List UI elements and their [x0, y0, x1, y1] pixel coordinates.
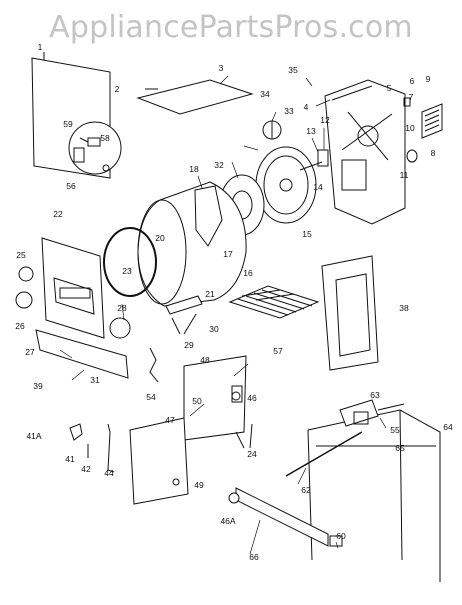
part-top-panel [136, 79, 254, 115]
callout-label: 11 [400, 170, 409, 180]
part-front-panel [41, 237, 105, 339]
part-switch-assembly [339, 399, 405, 427]
callout-label: 50 [192, 396, 202, 406]
callout-label: 54 [146, 392, 156, 402]
callout-label: 8 [431, 148, 436, 158]
callout-label: 55 [390, 425, 400, 435]
callout-label: 6 [410, 76, 415, 86]
callout-label: 27 [25, 347, 35, 357]
callout-label: 5 [387, 83, 392, 93]
callout-label: 31 [90, 375, 100, 385]
callout-label: 14 [313, 182, 323, 192]
part-cabinet-base [307, 409, 441, 582]
part-shaft-nut [317, 149, 329, 167]
part-small-bushing [406, 149, 418, 163]
part-drive-rod [285, 431, 363, 477]
callout-label: 28 [117, 303, 127, 313]
callout-label: 44 [104, 468, 114, 478]
callout-label: 17 [223, 249, 233, 259]
part-rear-bulkhead [324, 79, 406, 225]
part-door-catch [69, 423, 83, 441]
callout-label: 30 [209, 324, 219, 334]
part-side-panel [321, 255, 379, 371]
callout-label: 59 [63, 119, 73, 129]
callout-label: 46A [220, 516, 235, 526]
callout-label: 60 [336, 531, 346, 541]
part-hinge-rod [107, 423, 115, 473]
callout-label: 26 [15, 321, 25, 331]
callout-label: 49 [194, 480, 204, 490]
callout-label: 9 [426, 74, 431, 84]
callout-labels: 1234567891011121314151617182021222324252… [15, 42, 453, 562]
part-drum-rear-disc [255, 146, 317, 224]
part-drum-baffle [194, 185, 223, 247]
part-idler-pulley [262, 120, 282, 140]
callout-label: 15 [302, 229, 312, 239]
part-knob-lower [15, 291, 33, 309]
callout-label: 63 [370, 390, 380, 400]
callout-label: 25 [16, 250, 26, 260]
callout-label: 24 [247, 449, 257, 459]
callout-label: 42 [81, 464, 91, 474]
callout-label: 2 [115, 84, 120, 94]
callout-label: 62 [301, 485, 311, 495]
part-switch-bubble [109, 317, 131, 339]
callout-label: 41A [26, 431, 41, 441]
callout-label: 29 [184, 340, 194, 350]
part-small-bracket [403, 97, 411, 107]
callout-label: 38 [399, 303, 409, 313]
part-front-seal [103, 227, 157, 297]
part-kick-rail [235, 487, 329, 547]
callout-label: 34 [260, 89, 270, 99]
callout-label: 4 [304, 102, 309, 112]
part-vent-grille [421, 103, 443, 139]
callout-label: 58 [100, 133, 110, 143]
callout-label: 16 [243, 268, 253, 278]
callout-label: 18 [189, 164, 199, 174]
part-detail-bubble [68, 121, 122, 175]
callout-label: 66 [249, 552, 259, 562]
part-knob-upper [18, 266, 34, 282]
watermark: AppliancePartsPros.com [49, 10, 413, 45]
callout-label: 23 [122, 266, 132, 276]
part-toe-strip [35, 329, 129, 379]
part-outer-door [129, 417, 189, 505]
callout-label: 64 [443, 422, 453, 432]
callout-label: 33 [284, 106, 294, 116]
part-leveling-foot [228, 492, 240, 504]
part-end-cap [329, 535, 343, 547]
callout-label: 35 [288, 65, 298, 75]
callout-label: 10 [405, 123, 415, 133]
callout-label: 65 [395, 443, 405, 453]
callout-label: 39 [33, 381, 43, 391]
callout-label: 56 [66, 181, 76, 191]
callout-label: 41 [65, 454, 75, 464]
part-heater-grid [228, 285, 320, 319]
callout-label: 13 [306, 126, 316, 136]
callout-label: 48 [200, 355, 210, 365]
callout-label: 57 [273, 346, 283, 356]
callout-label: 46 [247, 393, 257, 403]
callout-label: 47 [165, 415, 175, 425]
part-support-bracket [165, 295, 203, 315]
callout-label: 3 [219, 63, 224, 73]
part-door-hinge [149, 347, 159, 383]
callout-label: 1 [38, 42, 43, 52]
callout-label: 12 [320, 115, 330, 125]
part-drum [137, 181, 247, 307]
callout-label: 7 [409, 92, 414, 102]
callout-label: 20 [155, 233, 165, 243]
leader-lines [59, 75, 387, 555]
callout-label: 22 [53, 209, 63, 219]
part-door-latch [231, 385, 243, 403]
callout-label: 32 [214, 160, 224, 170]
callout-label: 21 [205, 289, 215, 299]
